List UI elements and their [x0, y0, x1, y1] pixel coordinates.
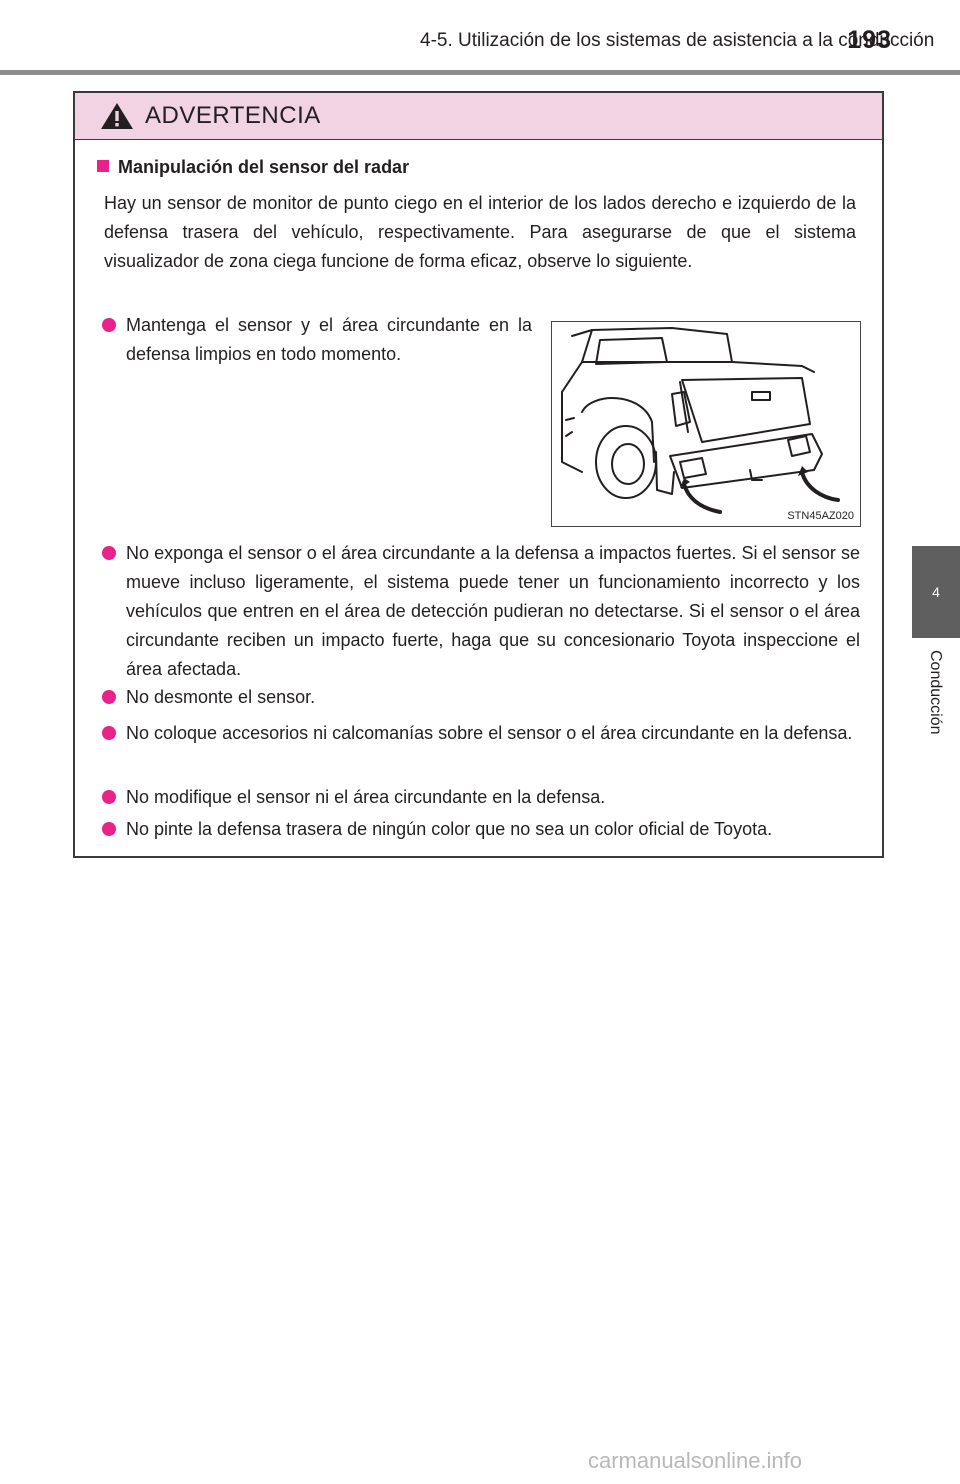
watermark: carmanualsonline.info	[588, 1448, 803, 1473]
warning-header: ADVERTENCIA	[75, 93, 882, 140]
header-rule	[0, 70, 960, 75]
list-item: No desmonte el sensor.	[102, 683, 860, 712]
bullet-dot-icon	[102, 690, 116, 704]
intro-paragraph: Hay un sensor de monitor de punto ciego …	[104, 193, 856, 271]
list-item: No exponga el sensor o el área circundan…	[102, 539, 860, 684]
warning-title: ADVERTENCIA	[145, 102, 321, 129]
bullet-dot-icon	[102, 318, 116, 332]
bullet-dot-icon	[102, 822, 116, 836]
chapter-label: Conducción	[927, 650, 944, 735]
chapter-tab[interactable]: 4	[912, 546, 960, 638]
square-bullet-icon	[97, 160, 109, 172]
section-title: Manipulación del sensor del radar	[97, 157, 409, 178]
bullet-dot-icon	[102, 790, 116, 804]
header-title: 4-5. Utilización de los sistemas de asis…	[420, 30, 935, 51]
list-item: No coloque accesorios ni calcomanías sob…	[102, 719, 860, 748]
bullet-dot-icon	[102, 546, 116, 560]
warning-triangle-icon	[99, 101, 135, 136]
list-item: No modifique el sensor ni el área circun…	[102, 783, 860, 812]
list-item: No pinte la defensa trasera de ningún co…	[102, 815, 872, 844]
warning-box: ADVERTENCIA Manipulación del sensor del …	[73, 91, 884, 858]
list-item: Mantenga el sensor y el área circundante…	[102, 311, 532, 369]
truck-rear-illustration: STN45AZ020	[551, 321, 861, 527]
bullet-dot-icon	[102, 726, 116, 740]
figure-code: STN45AZ020	[787, 510, 854, 522]
page-number: 193	[847, 26, 892, 54]
truck-illustration-icon	[561, 327, 840, 514]
